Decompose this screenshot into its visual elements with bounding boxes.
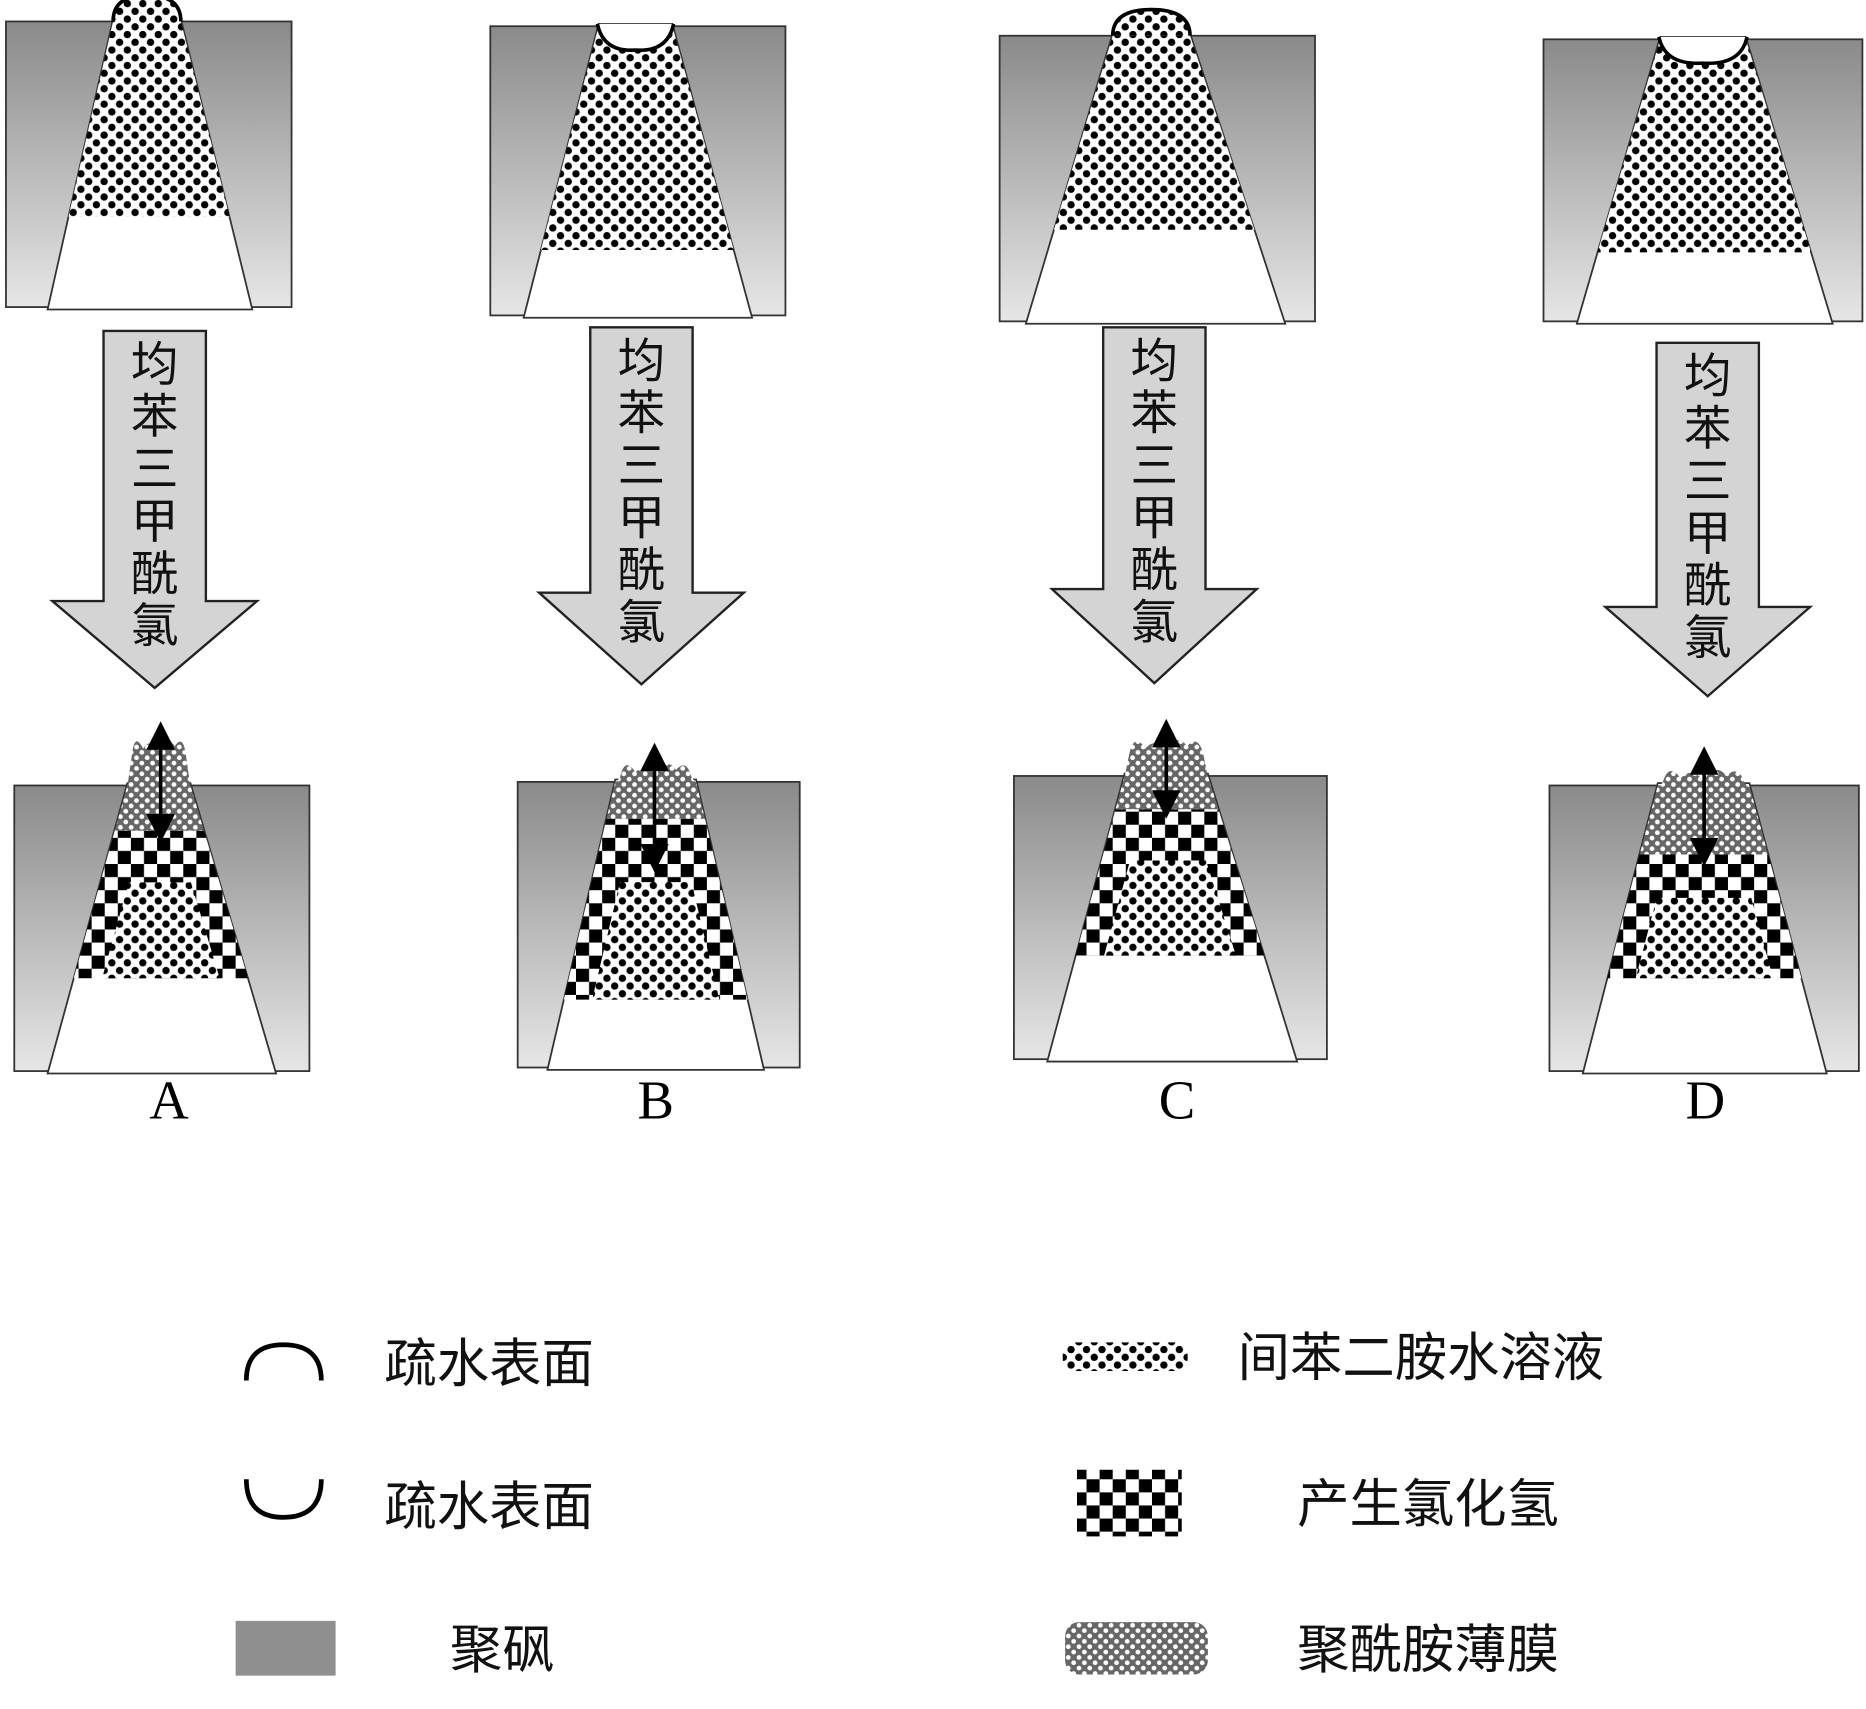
- reagent-label: 均苯三甲酰氯: [618, 334, 666, 651]
- reagent-label: 均苯三甲酰氯: [1131, 334, 1179, 651]
- panel-label: D: [1686, 1070, 1726, 1131]
- panel-label: C: [1159, 1070, 1196, 1131]
- legend-item-right-3: 聚酰胺薄膜: [1065, 1619, 1559, 1680]
- reagent-label-char: 氯: [131, 600, 179, 655]
- panel-label: A: [149, 1070, 189, 1131]
- mpd-solution-fill: [1104, 860, 1236, 956]
- mpd-solution-fill: [68, 21, 230, 217]
- reagent-label-char: 酰: [131, 547, 179, 602]
- mpd-solution-fill: [1053, 35, 1255, 230]
- legend-item-right-2: 产生氯化氢: [1076, 1469, 1559, 1537]
- down-arrow-icon: [1602, 341, 1814, 698]
- reagent-label-char: 甲: [1131, 491, 1179, 546]
- legend-label: 疏水表面: [384, 1334, 593, 1395]
- polyamide-film-protrusion: [1657, 769, 1750, 787]
- concave-meniscus-gap: [1658, 36, 1747, 64]
- reagent-label-char: 三: [1131, 439, 1179, 494]
- gray-block-icon: [235, 1620, 336, 1676]
- legend-label: 聚酰胺薄膜: [1297, 1619, 1559, 1680]
- mpd-solution-fill: [540, 26, 735, 250]
- reagent-label-char: 苯: [1131, 387, 1179, 442]
- reagent-label-char: 苯: [1684, 402, 1732, 457]
- reagent-label-char: 均: [1131, 334, 1179, 389]
- mpd-solution-fill: [102, 882, 220, 979]
- tmc-arrow-b: 均苯三甲酰氯: [535, 326, 747, 686]
- concave-hydrophobic-surface: [1657, 36, 1749, 66]
- convex-meniscus-fill: [1112, 9, 1191, 36]
- reagent-label-char: 酰: [1131, 544, 1179, 599]
- legend-item-left-2: 疏水表面: [243, 1476, 594, 1537]
- legend-label: 间苯二胺水溶液: [1238, 1328, 1605, 1389]
- reagent-label-char: 苯: [131, 390, 179, 445]
- initial-state-panel-c: [998, 7, 1316, 325]
- mpd-solution-fill: [592, 882, 720, 1000]
- down-arrow-icon: [1048, 326, 1260, 685]
- reacted-state-panel-a: A: [13, 721, 311, 1131]
- concave-meniscus-gap: [597, 23, 674, 51]
- reacted-state-panel-c: C: [1013, 718, 1328, 1131]
- reacted-state-panel-b: B: [516, 742, 801, 1131]
- reagent-label-char: 三: [131, 443, 179, 498]
- reagent-label-char: 均: [131, 338, 179, 393]
- checker-pattern-icon: [1076, 1469, 1182, 1537]
- polyamide-film-protrusion: [615, 763, 697, 784]
- legend-item-right-1: 间苯二胺水溶液: [1062, 1328, 1605, 1389]
- initial-state-panel-b: [489, 22, 787, 319]
- convex-hydrophobic-surface: [1110, 7, 1192, 36]
- concave-arc-icon: [243, 1479, 324, 1520]
- reagent-label-char: 酰: [618, 544, 666, 599]
- down-arrow-icon: [49, 329, 261, 690]
- convex-arc-icon: [243, 1342, 324, 1381]
- reagent-label: 均苯三甲酰氯: [1684, 350, 1732, 667]
- reagent-label-char: 甲: [1684, 507, 1732, 562]
- reagent-label-char: 三: [618, 439, 666, 494]
- convex-meniscus-fill: [113, 0, 181, 22]
- mpd-solution-fill: [1597, 39, 1812, 253]
- legend-item-left-3: 聚砜: [235, 1619, 555, 1680]
- reagent-label-char: 均: [618, 334, 666, 389]
- initial-state-panel-a: [5, 0, 293, 311]
- mpd-solution-fill: [1635, 897, 1774, 979]
- reagent-label-char: 甲: [131, 495, 179, 550]
- reagent-label-char: 三: [1684, 454, 1732, 509]
- tmc-arrow-d: 均苯三甲酰氯: [1602, 341, 1814, 698]
- initial-state-panel-d: [1542, 36, 1864, 325]
- reacted-state-panel-d: D: [1548, 746, 1860, 1131]
- reagent-label-char: 均: [1684, 350, 1732, 405]
- tmc-arrow-a: 均苯三甲酰氯: [49, 329, 261, 690]
- dot-pattern-icon: [1062, 1342, 1188, 1371]
- legend-label: 产生氯化氢: [1297, 1474, 1559, 1535]
- panel-label: B: [637, 1070, 674, 1131]
- tmc-arrow-c: 均苯三甲酰氯: [1048, 326, 1260, 685]
- concave-hydrophobic-surface: [595, 23, 676, 52]
- reagent-label: 均苯三甲酰氯: [131, 338, 179, 655]
- reagent-label-char: 酰: [1684, 559, 1732, 614]
- legend-label: 疏水表面: [384, 1476, 593, 1537]
- reagent-label-char: 苯: [618, 387, 666, 442]
- reagent-label-char: 甲: [618, 491, 666, 546]
- convex-hydrophobic-surface: [111, 0, 183, 22]
- reagent-label-char: 氯: [618, 596, 666, 651]
- legend-item-left-1: 疏水表面: [243, 1334, 594, 1395]
- reagent-label-char: 氯: [1131, 596, 1179, 651]
- down-arrow-icon: [535, 326, 747, 686]
- reagent-label-char: 氯: [1684, 612, 1732, 667]
- legend-label: 聚砜: [450, 1619, 555, 1680]
- fine-checker-icon: [1065, 1622, 1208, 1675]
